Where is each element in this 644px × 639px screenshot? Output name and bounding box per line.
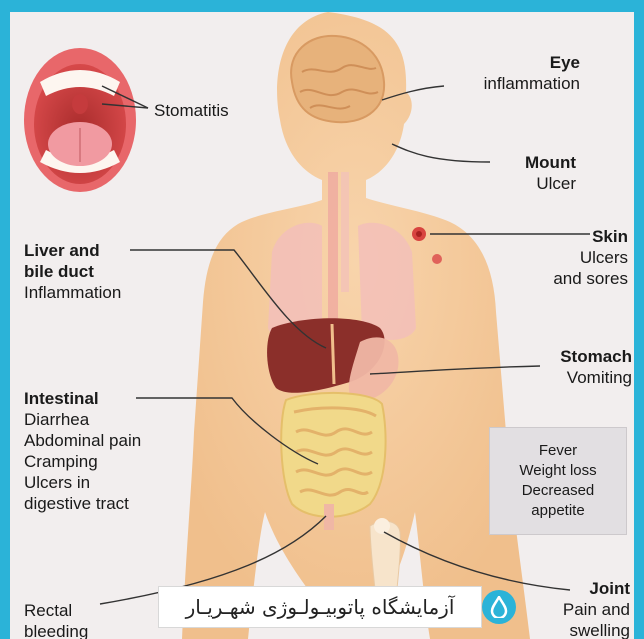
intestinal-item: Diarrhea [24,409,141,430]
intestinal-item: Abdominal pain [24,430,141,451]
mouth-illustration [24,48,136,192]
stomach-label: Stomach Vomiting [560,346,632,388]
drop-logo-icon [482,590,516,624]
liver-title-2: bile duct [24,261,121,282]
liver-desc: Inflammation [24,282,121,303]
joint-desc-2: swelling [563,620,630,639]
skin-desc-1: Ulcers [553,247,628,268]
intestinal-title: Intestinal [24,388,141,409]
liver-title-1: Liver and [24,240,121,261]
skin-label: Skin Ulcers and sores [553,226,628,289]
joint-label: Joint Pain and swelling [563,578,630,639]
skin-title: Skin [553,226,628,247]
watermark-text: آزمایشگاه پاتوبیـولـوژی شهـریـار [158,586,482,628]
rectal-line-2: bleeding [24,621,88,639]
diagram-frame: Stomatitis Eye inflammation Mount Ulcer … [10,12,634,639]
joint-desc-1: Pain and [563,599,630,620]
eye-desc: inflammation [484,73,580,94]
body-illustration [10,12,634,639]
mount-label: Mount Ulcer [525,152,576,194]
rectal-label: Rectal bleeding [24,600,88,639]
stomach-title: Stomach [560,346,632,367]
general-symptom: Weight loss [519,461,596,481]
rectal-line-1: Rectal [24,600,88,621]
eye-label: Eye inflammation [484,52,580,94]
mount-desc: Ulcer [525,173,576,194]
joint-title: Joint [563,578,630,599]
intestinal-item: Cramping [24,451,141,472]
liver-label: Liver and bile duct Inflammation [24,240,121,303]
intestinal-item: digestive tract [24,493,141,514]
eye-title: Eye [484,52,580,73]
stomach-desc: Vomiting [560,367,632,388]
mount-title: Mount [525,152,576,173]
skin-desc-2: and sores [553,268,628,289]
stomatitis-label: Stomatitis [154,100,229,121]
general-symptom: Fever [539,441,577,461]
general-symptom: appetite [531,501,584,521]
general-symptoms-box: Fever Weight loss Decreased appetite [489,427,627,535]
intestinal-item: Ulcers in [24,472,141,493]
intestinal-label: Intestinal Diarrhea Abdominal pain Cramp… [24,388,141,514]
general-symptom: Decreased [522,481,595,501]
